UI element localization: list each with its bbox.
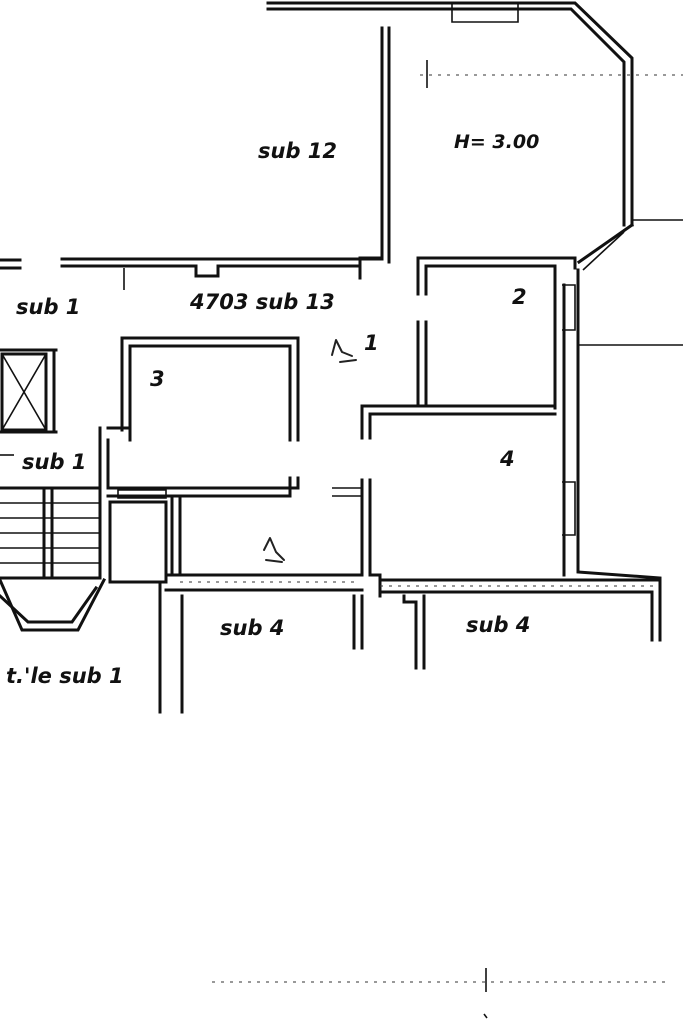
label-sub-1-mid: sub 1 — [22, 450, 86, 474]
room-number-1: 1 — [364, 331, 379, 355]
hand-marks — [263, 339, 357, 563]
room-number-2: 2 — [512, 285, 527, 309]
label-courtyard-sub-1: t.'le sub 1 — [6, 664, 124, 688]
room-number-3: 3 — [150, 367, 165, 391]
room-number-4: 4 — [499, 447, 515, 471]
label-sub-12: sub 12 — [258, 139, 337, 163]
walls-room-4 — [332, 404, 557, 577]
dimension-line — [212, 968, 668, 1019]
label-sub-1-top: sub 1 — [16, 295, 80, 319]
label-sub-4-right: sub 4 — [466, 613, 530, 637]
walls-upper-room — [266, 1, 683, 346]
label-sub-4-left: sub 4 — [220, 616, 284, 640]
walls-room-2 — [416, 256, 662, 642]
label-unit-sub-13: 4703 sub 13 — [189, 290, 335, 314]
walls-lower-units — [158, 573, 662, 714]
label-room-height: H= 3.00 — [454, 131, 539, 153]
walls-corridor — [0, 257, 384, 290]
walls-bathroom — [108, 489, 364, 592]
stair-core — [0, 348, 107, 632]
